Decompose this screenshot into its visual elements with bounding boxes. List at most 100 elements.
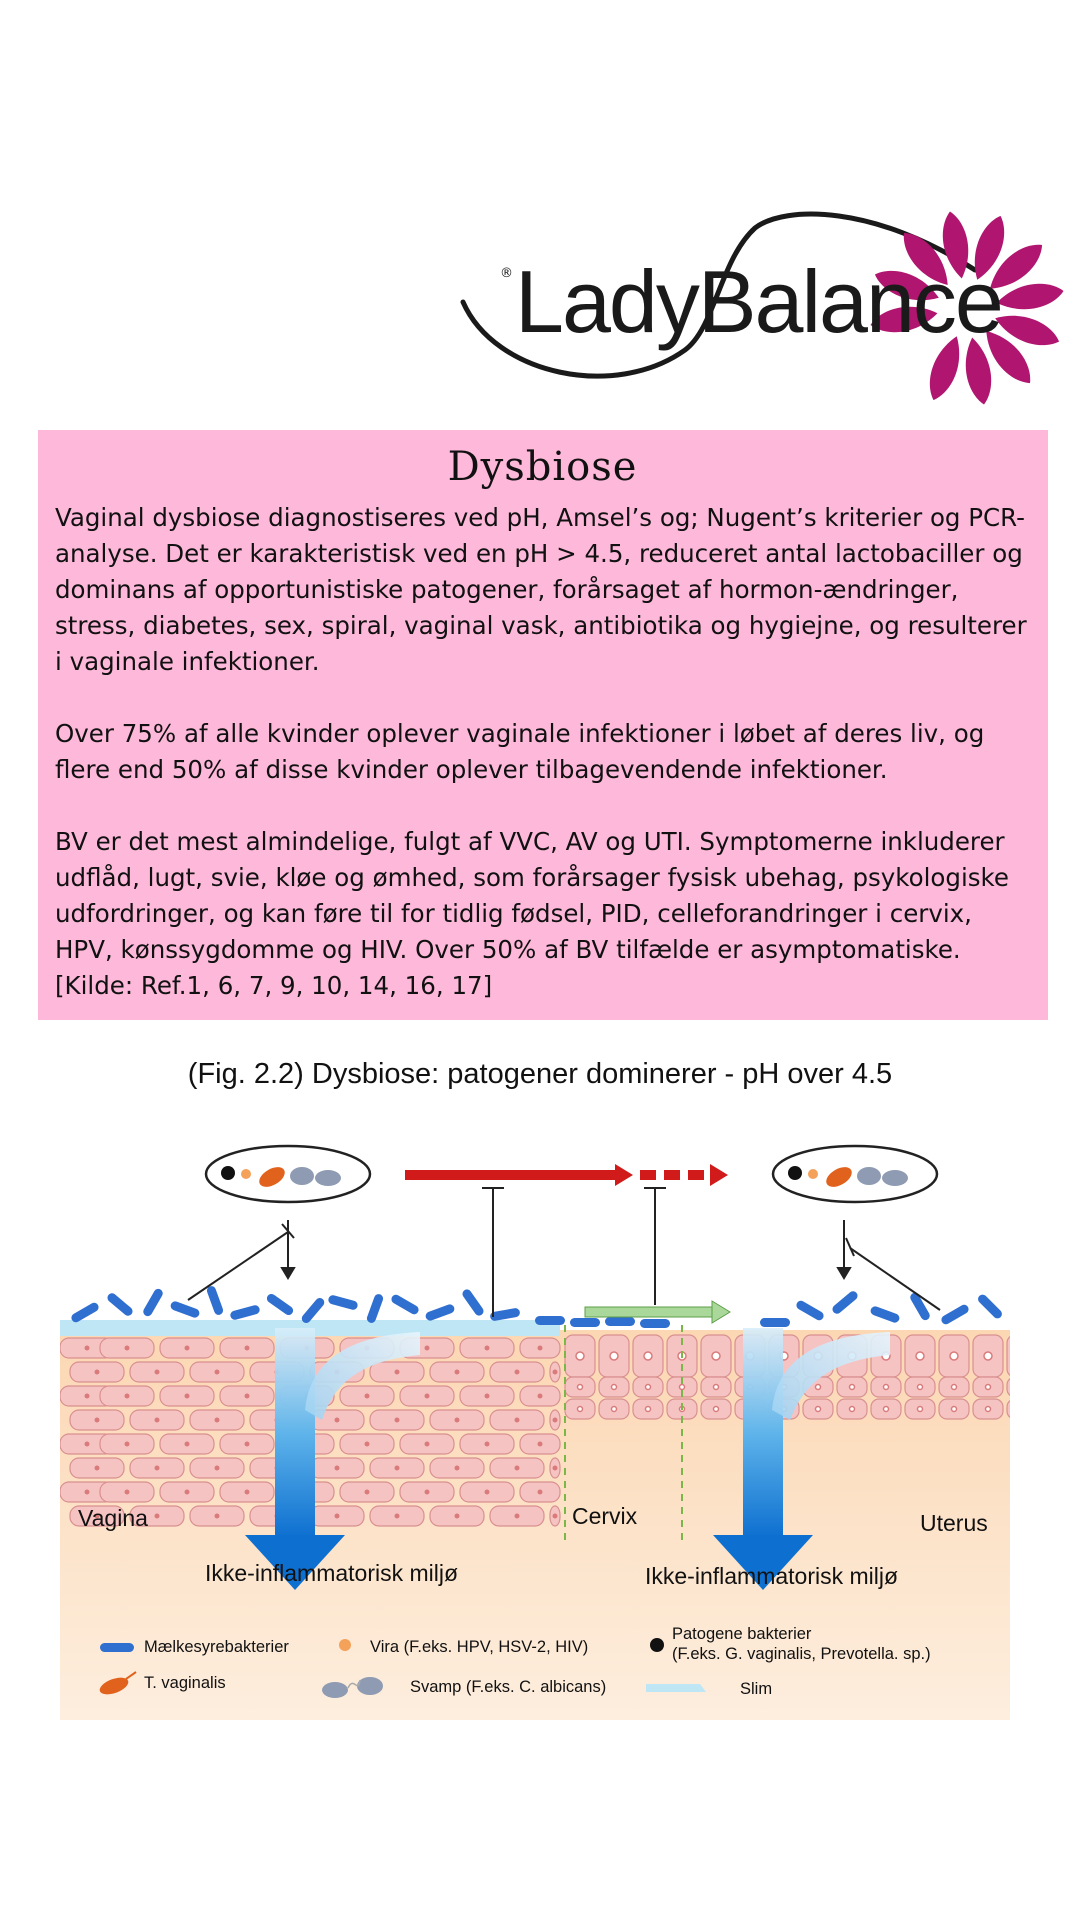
lactobacillus-rod — [870, 1306, 900, 1323]
cell-nucleus — [454, 1465, 460, 1471]
cell-nucleus — [537, 1393, 543, 1399]
cell-nucleus — [454, 1417, 460, 1423]
cell-nucleus — [609, 1351, 619, 1361]
cell-nucleus — [124, 1441, 130, 1447]
legend-icons — [99, 1638, 706, 1698]
symptoms-text: BV er det mest almindelige, fulgt af VVC… — [55, 827, 1009, 964]
pathogen-oval-left — [204, 1144, 372, 1204]
cell-nucleus — [394, 1369, 400, 1375]
flower-petal — [874, 270, 939, 301]
cell-nucleus — [814, 1383, 822, 1391]
cell-nucleus — [552, 1513, 558, 1519]
cell-nucleus — [514, 1513, 520, 1519]
legend-virus-icon — [339, 1639, 351, 1651]
cell-nucleus — [537, 1345, 543, 1351]
cell-nucleus — [214, 1465, 220, 1471]
cell-nucleus — [424, 1345, 430, 1351]
cell-nucleus — [484, 1345, 490, 1351]
cell-nucleus — [916, 1405, 924, 1413]
cell-nucleus — [848, 1383, 856, 1391]
cell-nucleus — [364, 1441, 370, 1447]
cell-nucleus — [214, 1513, 220, 1519]
cell-nucleus — [84, 1441, 90, 1447]
cell-nucleus — [364, 1393, 370, 1399]
cell-nucleus — [848, 1405, 856, 1413]
lactobacillus-rod — [535, 1316, 565, 1325]
cell-nucleus — [124, 1345, 130, 1351]
legend-rod-icon — [100, 1643, 134, 1652]
inhibition-lines — [187, 1187, 941, 1317]
cell-nucleus — [94, 1417, 100, 1423]
cell-nucleus — [424, 1441, 430, 1447]
epithelial-cells — [59, 1334, 1038, 1527]
cell-nucleus — [334, 1465, 340, 1471]
flower-petal — [974, 215, 1005, 280]
lactobacillus-rod — [366, 1294, 384, 1323]
cell-nucleus — [950, 1405, 958, 1413]
lactobacillus-rod — [206, 1286, 224, 1315]
lactobacilli-rods — [71, 1286, 1002, 1328]
lactobacillus-rod — [391, 1294, 419, 1315]
legend-tvaginalis-icon — [99, 1671, 137, 1695]
source-reference: [Kilde: Ref.1, 6, 7, 9, 10, 14, 16, 17] — [55, 971, 493, 1000]
cell-nucleus — [552, 1369, 558, 1375]
cell-nucleus — [643, 1351, 653, 1361]
lactobacillus-rod — [605, 1317, 635, 1326]
cell-nucleus — [94, 1465, 100, 1471]
lactobacillus-rod — [978, 1294, 1002, 1319]
environment-label-left: Ikke-inflammatorisk miljø — [205, 1560, 459, 1586]
lactobacillus-rod — [640, 1319, 670, 1328]
cell-nucleus — [576, 1383, 584, 1391]
lactobacillus-rod — [760, 1318, 790, 1327]
cell-nucleus — [514, 1417, 520, 1423]
lactobacillus-rod — [490, 1308, 520, 1321]
lactobacillus-rod — [462, 1289, 484, 1316]
info-panel: Dysbiose Vaginal dysbiose diagnostiseres… — [38, 430, 1048, 1020]
lactobacillus-rod — [230, 1305, 260, 1320]
cell-nucleus — [552, 1417, 558, 1423]
cell-nucleus — [84, 1393, 90, 1399]
cell-nucleus — [184, 1441, 190, 1447]
lactobacillus-rod — [143, 1288, 163, 1317]
cell-nucleus — [214, 1369, 220, 1375]
cell-nucleus — [984, 1405, 992, 1413]
legend-label-tvaginalis: T. vaginalis — [144, 1674, 226, 1692]
paragraph-prevalence: Over 75% af alle kvinder oplever vaginal… — [55, 719, 985, 784]
cell-nucleus — [915, 1351, 925, 1361]
dysbiosis-diagram: Vagina Cervix Uterus Ikke-inflammatorisk… — [59, 1120, 1038, 1720]
ladybalance-logo: ® LadyBalance — [455, 200, 1075, 415]
cell-nucleus — [514, 1369, 520, 1375]
paragraph-diagnosis: Vaginal dysbiose diagnostiseres ved pH, … — [55, 503, 1027, 676]
region-label-vagina: Vagina — [78, 1505, 148, 1531]
region-label-cervix: Cervix — [572, 1503, 638, 1529]
cell-nucleus — [424, 1489, 430, 1495]
lactobacillus-rod — [910, 1292, 930, 1321]
legend-pathogen-icon — [650, 1638, 664, 1652]
cell-nucleus — [244, 1489, 250, 1495]
cell-nucleus — [484, 1489, 490, 1495]
legend-label-pathogen-line2: (F.eks. G. vaginalis, Prevotella. sp.) — [672, 1645, 931, 1663]
cell-nucleus — [124, 1489, 130, 1495]
cell-nucleus — [575, 1351, 585, 1361]
flower-petal — [942, 211, 969, 279]
cell-nucleus — [84, 1489, 90, 1495]
cell-nucleus — [537, 1441, 543, 1447]
cell-nucleus — [394, 1417, 400, 1423]
lactobacillus-rod — [941, 1304, 969, 1325]
cell-nucleus — [678, 1383, 686, 1391]
lactobacillus-rod — [71, 1302, 99, 1323]
cell-nucleus — [184, 1393, 190, 1399]
cell-nucleus — [214, 1417, 220, 1423]
cell-nucleus — [983, 1351, 993, 1361]
cell-nucleus — [712, 1405, 720, 1413]
cell-nucleus — [711, 1351, 721, 1361]
legend-label-fungus: Svamp (F.eks. C. albicans) — [410, 1678, 607, 1696]
cell-nucleus — [394, 1513, 400, 1519]
legend-label-pathogen-line1: Patogene bakterier — [672, 1625, 812, 1643]
cell-nucleus — [514, 1465, 520, 1471]
green-arrow — [584, 1300, 731, 1324]
cell-nucleus — [154, 1417, 160, 1423]
lactobacillus-rod — [832, 1291, 858, 1314]
cell-nucleus — [882, 1405, 890, 1413]
flower-petal — [996, 283, 1064, 310]
